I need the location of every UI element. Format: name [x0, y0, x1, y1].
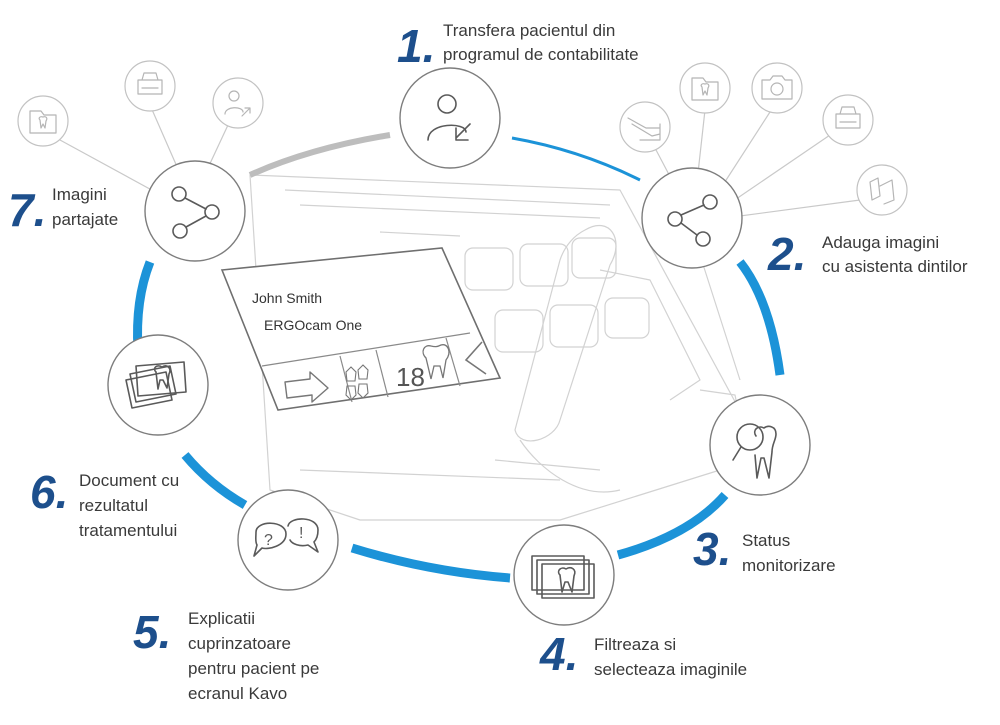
tooth-magnifier-icon	[732, 423, 777, 479]
svg-text:?: ?	[264, 532, 273, 549]
share-icon	[667, 194, 718, 247]
step4-node[interactable]	[513, 524, 615, 626]
tooth-image-stack-icon	[531, 555, 595, 599]
step7-label: 7. Imagini partajate	[8, 184, 118, 236]
ring-arc-1-2	[511, 136, 641, 182]
device-screen: John Smith ERGOcam One 18	[220, 247, 502, 411]
intraoral-camera-icon	[869, 177, 895, 205]
tooth-folder-icon	[29, 110, 57, 134]
screen-tooth-icon	[422, 344, 450, 380]
step3-text-line1: Status	[742, 531, 790, 550]
tooth-documents-icon	[125, 361, 187, 409]
screen-back-chevron-icon[interactable]	[464, 341, 487, 375]
step4-text-line1: Filtreaza si	[594, 635, 676, 654]
step1-node[interactable]	[399, 67, 501, 169]
step2-sources	[619, 62, 908, 216]
step2-number: 2.	[767, 228, 806, 280]
step7-text-line1: Imagini	[52, 185, 107, 204]
step1-text-line2: programul de contabilitate	[443, 45, 639, 64]
step5-node[interactable]: ? !	[237, 489, 339, 591]
step6-number: 6.	[30, 466, 68, 518]
ring-arc-5-6	[181, 452, 248, 509]
tooth-folder-satellite-7[interactable]	[17, 95, 69, 147]
step3-label: 3. Status monitorizare	[693, 523, 836, 575]
ring-arc-2-3	[736, 259, 785, 376]
printer-satellite[interactable]	[822, 94, 874, 146]
step6-node[interactable]	[107, 334, 209, 436]
ring-arc-4-5	[350, 543, 511, 583]
tooth-folder-icon	[691, 77, 719, 101]
step1-text-line1: Transfera pacientul din	[443, 21, 615, 40]
step3-number: 3.	[693, 523, 731, 575]
screen-next-arrow-icon[interactable]	[284, 371, 329, 403]
camera-satellite[interactable]	[751, 62, 803, 114]
ring-arc-grey	[248, 132, 391, 178]
tooth-folder-satellite[interactable]	[679, 62, 731, 114]
share-icon	[171, 186, 220, 239]
step4-label: 4. Filtreaza si selecteaza imaginile	[539, 628, 747, 680]
printer-icon	[137, 72, 163, 95]
step5-text-line3: pentru pacient pe	[188, 659, 319, 678]
step2-label: 2. Adauga imagini cu asistenta dintilor	[767, 228, 968, 280]
step5-text-line2: cuprinzatoare	[188, 634, 291, 653]
step7-node[interactable]	[144, 160, 246, 262]
user-export-icon	[224, 90, 251, 117]
handpiece-icon	[627, 117, 661, 141]
step7-targets	[17, 60, 264, 147]
step1-label: 1. Transfera pacientul din programul de …	[397, 20, 639, 72]
step6-text-line2: rezultatul	[79, 496, 148, 515]
step6-text-line1: Document cu	[79, 471, 179, 490]
step5-text-line4: ecranul Kavo	[188, 684, 287, 703]
step6-text-line3: tratamentului	[79, 521, 177, 540]
svg-text:!: !	[299, 525, 303, 542]
step7-number: 7.	[8, 184, 46, 236]
step5-text-line1: Explicatii	[188, 609, 255, 628]
step4-number: 4.	[539, 628, 578, 680]
step2-node[interactable]	[641, 167, 743, 269]
screen-patient-name: John Smith	[252, 290, 322, 306]
step3-text-line2: monitorizare	[742, 556, 836, 575]
screen-frame	[220, 247, 502, 411]
step2-text-line1: Adauga imagini	[822, 233, 939, 252]
step5-label: 5. Explicatii cuprinzatoare pentru pacie…	[133, 606, 319, 703]
screen-tooth-number: 18	[396, 362, 425, 392]
ring-arc-3-4	[616, 492, 729, 560]
printer-satellite-7[interactable]	[124, 60, 176, 112]
intraoral-camera-satellite[interactable]	[856, 164, 908, 216]
printer-icon	[835, 106, 861, 129]
step7-text-line2: partajate	[52, 210, 118, 229]
camera-icon	[761, 75, 793, 100]
screen-device-name: ERGOcam One	[264, 317, 362, 333]
user-export-satellite[interactable]	[212, 77, 264, 129]
step2-text-line2: cu asistenta dintilor	[822, 257, 968, 276]
user-import-icon	[427, 94, 471, 141]
handpiece-satellite[interactable]	[619, 101, 671, 153]
step4-text-line2: selecteaza imaginile	[594, 660, 747, 679]
step1-number: 1.	[397, 20, 435, 72]
workflow-ring	[133, 132, 785, 583]
step6-label: 6. Document cu rezultatul tratamentului	[30, 466, 179, 540]
step5-number: 5.	[133, 606, 171, 658]
screen-teeth-chart-icon[interactable]	[345, 364, 369, 401]
speech-bubbles-icon: ? !	[253, 518, 319, 557]
step3-node[interactable]	[709, 394, 811, 496]
